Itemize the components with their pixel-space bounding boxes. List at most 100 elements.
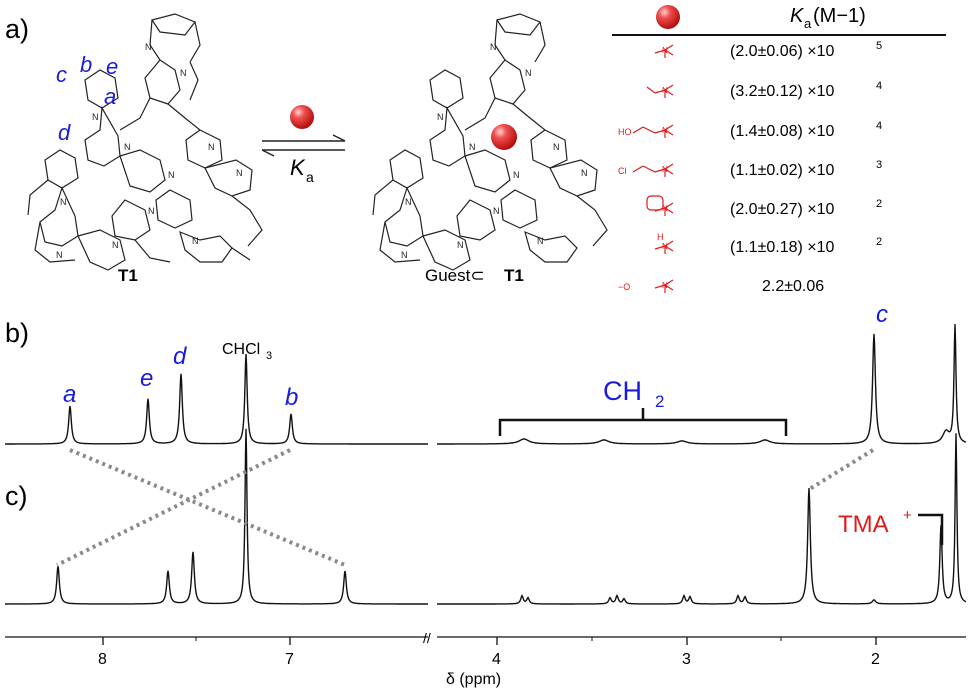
svg-text:N: N [662,281,668,290]
guest-icon-5: N [646,195,674,216]
host-structure-t1 [27,13,263,271]
peak-label-e: e [140,365,153,392]
spectrum-b-left-trace [5,353,428,445]
ka-value-1: (2.0±0.06) ×10 [730,43,835,60]
ka-exponent-4: 3 [876,159,882,171]
peak-label-b: b [285,384,298,411]
table-header-guest-icon [656,5,680,29]
ka-exponent-3: 4 [876,120,882,132]
ka-exponent-6: 2 [876,236,882,248]
peak-labels: a e d b c [63,301,888,411]
peak-label-a: a [63,381,76,408]
proton-label-e: e [106,54,118,79]
arrow-label-sub: a [306,169,314,185]
guest-icon-2: N [646,84,674,98]
shift-correlation-lines [56,448,875,567]
svg-text:N: N [405,197,412,207]
table-header-k: K [790,5,805,27]
guest-atom-label-7: −O [618,282,630,292]
peak-label-d: d [173,343,187,370]
guest-icon-7: N −O [618,279,674,293]
svg-text:N: N [208,142,215,152]
svg-text:N: N [112,240,119,250]
svg-text:N: N [662,204,668,213]
table-header-sub: a [804,16,812,31]
spectrum-c [5,428,967,605]
ka-value-5: (2.0±0.27) ×10 [730,201,835,218]
bound-guest-ball-icon [491,124,517,150]
svg-text:N: N [457,240,464,250]
guest-atom-label-6: H [657,232,664,242]
complex-heteroatoms: NNN NNN NNN NNN [401,42,588,260]
ka-exponent-2: 4 [876,80,882,92]
svg-text:N: N [662,242,668,251]
ka-value-2: (3.2±0.12) ×10 [730,83,835,100]
ka-value-3: (1.4±0.08) ×10 [730,123,835,140]
proton-label-c: c [56,62,67,87]
ch2-bracket: CH 2 [498,376,788,436]
svg-text:N: N [168,170,175,180]
proton-label-a: a [104,84,116,109]
svg-text:N: N [401,250,408,260]
complex-label: Guest⊂ T1 [425,266,524,285]
panel-label-a: a) [5,14,29,44]
svg-text:N: N [662,126,668,135]
svg-text:N: N [124,142,131,152]
guest-icon-1: N [654,44,674,58]
svg-text:N: N [148,206,155,216]
correlation-line-c [806,448,875,492]
svg-text:N: N [236,168,243,178]
svg-text:N: N [56,250,63,260]
ka-value-7: 2.2±0.06 [762,278,824,295]
spectrum-b [5,323,967,445]
svg-text:N: N [553,142,560,152]
guest-icon-3: N HO [618,124,674,138]
guest-ball-icon [290,105,314,129]
equilibrium-arrow: K a [261,105,346,185]
tick-label-2: 2 [871,651,880,668]
ka-exponent-5: 2 [876,198,882,210]
svg-text:N: N [180,68,187,78]
spectrum-c-left-trace [5,428,428,605]
svg-text:N: N [537,236,544,246]
svg-text:N: N [581,168,588,178]
guest-icon-4: N Cl [618,163,674,177]
proton-label-b: b [80,52,92,77]
svg-text:N: N [662,165,668,174]
tma-label: TMA + [838,507,944,545]
correlation-line-a [69,448,346,567]
axis-break-mark: // [423,630,431,646]
svg-text:N: N [513,170,520,180]
spectrum-c-right-trace [437,433,967,605]
svg-text:N: N [493,206,500,216]
guest-atom-label-3: HO [618,127,632,137]
panel-label-b: b) [5,318,29,348]
tick-label-8: 8 [98,651,107,668]
complex-label-prefix: Guest⊂ [425,266,485,285]
solvent-label-text: CHCl [222,341,260,358]
arrow-label-k: K [290,155,306,180]
svg-text:N: N [145,42,152,52]
tick-label-3: 3 [682,651,691,668]
panel-label-c: c) [5,481,28,511]
solvent-label: CHCl 3 [222,341,272,362]
host-label: T1 [118,266,138,285]
ch2-label: CH [603,376,642,406]
svg-text:N: N [490,42,497,52]
svg-text:N: N [662,46,668,55]
proton-labels: c b e a d [56,52,118,145]
complex-label-bold: T1 [504,266,524,285]
x-axis-label: δ (ppm) [446,671,501,688]
guest-atom-label-4: Cl [618,166,627,176]
svg-text:N: N [437,112,444,122]
host-heteroatoms: NNN NNN NNN NNN [56,42,243,260]
complex-structure [372,13,608,271]
svg-text:N: N [662,86,668,95]
peak-label-c: c [876,301,888,328]
svg-text:N: N [92,112,99,122]
tick-label-7: 7 [285,651,294,668]
